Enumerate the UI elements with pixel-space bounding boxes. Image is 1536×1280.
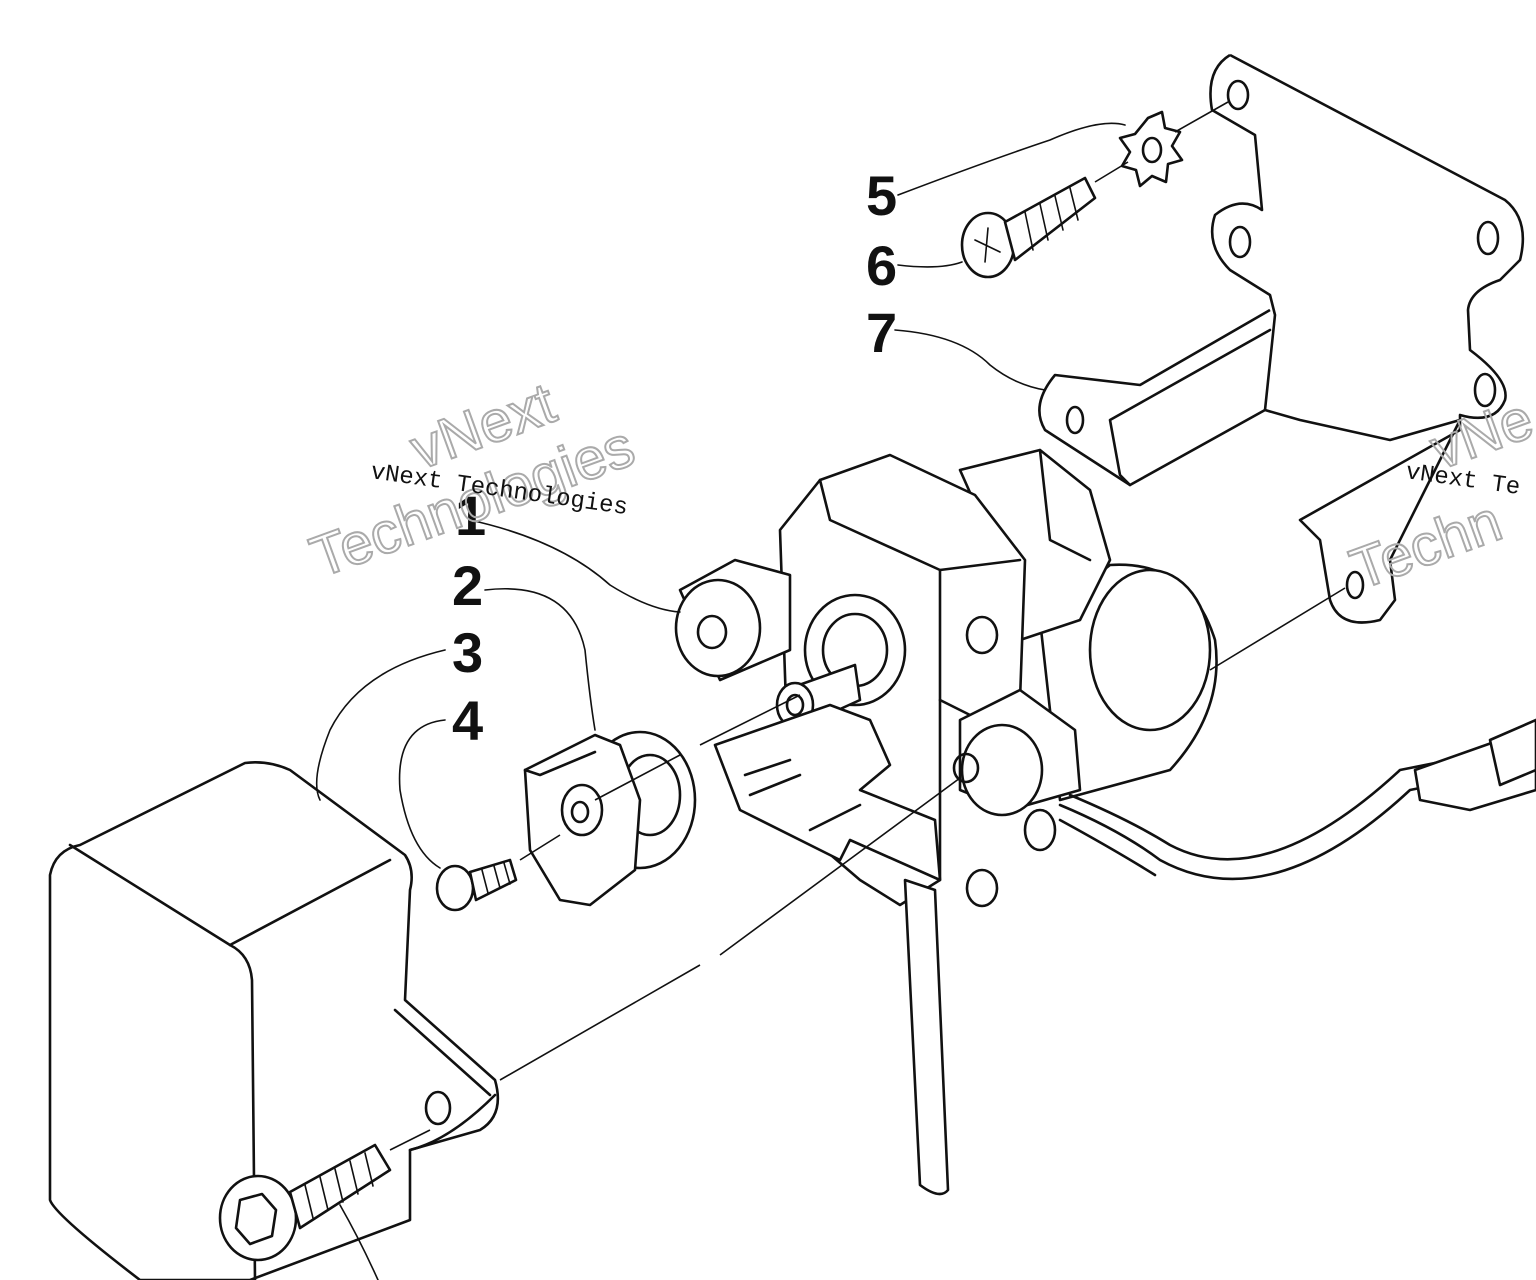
- callout-3: 3: [452, 621, 483, 684]
- small-hex-bolt: [435, 858, 518, 912]
- motor-body: [958, 448, 1218, 802]
- watermark-right-line1: vNe: [1422, 386, 1536, 482]
- protective-cover: [48, 761, 500, 1280]
- leader-line-7: [894, 329, 1046, 391]
- leader-line-3: [315, 649, 446, 801]
- phillips-screw: [960, 176, 1097, 279]
- callout-numbers: 1 2 3 4 5 6 7: [452, 164, 897, 752]
- leader-lines: [315, 122, 1126, 1280]
- callout-2: 2: [452, 554, 483, 617]
- large-hex-bolt: [218, 1143, 392, 1262]
- leader-line-5: [897, 122, 1126, 196]
- base-plate: [713, 703, 942, 882]
- leader-line-1: [469, 519, 681, 613]
- cam-hub: [523, 733, 642, 907]
- leader-line-bolt: [339, 1204, 379, 1280]
- callout-6: 6: [866, 234, 897, 297]
- callout-7: 7: [866, 301, 897, 364]
- leader-line-2: [484, 588, 596, 731]
- right-pivot-hub: [952, 688, 1082, 817]
- leader-line-6: [897, 261, 963, 268]
- mounting-bracket: [1038, 53, 1525, 624]
- lever-arm: [903, 878, 950, 1196]
- left-pivot-hub: [674, 558, 792, 682]
- wire-harness: [1058, 758, 1462, 881]
- assembly-axis-lines: [389, 101, 1346, 1151]
- callout-4: 4: [452, 689, 483, 752]
- callout-1: 1: [455, 484, 486, 547]
- star-washer: [1118, 110, 1184, 188]
- wire-connector: [1413, 718, 1536, 812]
- callout-5: 5: [866, 164, 897, 227]
- leader-line-4: [398, 719, 446, 869]
